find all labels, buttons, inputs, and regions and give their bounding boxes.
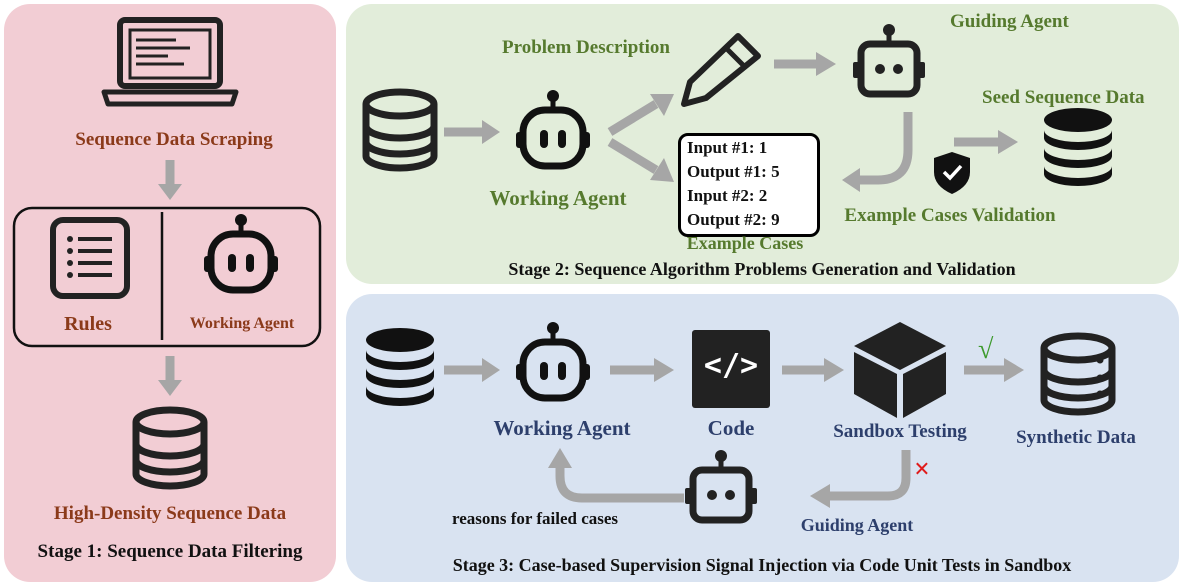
stage2-title: Stage 2: Sequence Algorithm Problems Gen… <box>508 259 1016 279</box>
code-icon: </> <box>692 330 770 408</box>
seed-sequence-label: Seed Sequence Data <box>982 87 1145 108</box>
stage1-working-agent-label: Working Agent <box>189 315 295 332</box>
pencil-icon <box>681 33 761 107</box>
stage3-fail-arrowhead <box>810 484 830 508</box>
rules-label: Rules <box>64 313 112 335</box>
stage3-source-database-icon <box>366 328 434 406</box>
stage2-working-agent-icon <box>516 90 590 166</box>
stage3-fail-arrow <box>828 450 911 501</box>
filter-box <box>12 206 322 348</box>
stage3-guiding-agent-icon <box>685 450 757 520</box>
case-line: Input #1: 1 <box>687 138 768 157</box>
reasons-label: reasons for failed cases <box>452 509 619 528</box>
stage3-working-agent-label: Working Agent <box>493 416 631 440</box>
case-line: Output #1: 5 <box>687 162 780 181</box>
scraping-label: Sequence Data Scraping <box>75 129 273 150</box>
case-line: Input #2: 2 <box>687 186 768 205</box>
stage3-arrowhead-sandbox <box>824 358 844 382</box>
stage2-arrow-down <box>607 138 659 174</box>
stage3-arrowhead-code <box>654 358 674 382</box>
shield-check-icon <box>934 152 970 194</box>
stage1-arrowhead-2 <box>158 380 182 396</box>
stage2-arrow-up <box>607 100 659 136</box>
fail-cross-icon: × <box>914 454 930 485</box>
laptop-icon <box>101 17 239 107</box>
seed-database-icon <box>1044 108 1112 186</box>
sandbox-cube-icon <box>854 322 946 418</box>
stage2-arrowhead-up <box>650 94 674 116</box>
stage2-guiding-agent-icon <box>853 24 925 94</box>
stage3-feedback-arrow <box>555 466 684 503</box>
stage3-guiding-agent-label: Guiding Agent <box>800 515 914 535</box>
stage2-validation-arrow <box>858 112 913 185</box>
stage1-title: Stage 1: Sequence Data Filtering <box>37 541 303 562</box>
case-line: Output #2: 9 <box>687 210 780 229</box>
rules-list-icon <box>50 217 130 299</box>
pass-check-icon: √ <box>978 334 994 365</box>
stage2-arrowhead-down <box>650 158 674 182</box>
example-cases-box: Input #1: 1 Output #1: 5 Input #2: 2 Out… <box>678 133 820 237</box>
code-label: Code <box>707 416 755 440</box>
sandbox-label: Sandbox Testing <box>833 421 967 442</box>
stage3-feedback-arrowhead <box>548 448 572 468</box>
synthetic-database-icon <box>1044 336 1112 412</box>
example-cases-label: Example Cases <box>686 233 804 253</box>
stage2-source-database-icon <box>366 92 434 168</box>
problem-description-label: Problem Description <box>502 37 670 58</box>
stage3-title: Stage 3: Case-based Supervision Signal I… <box>452 555 1072 575</box>
code-symbol: </> <box>703 348 759 383</box>
stage2-guiding-agent-label: Guiding Agent <box>950 11 1069 32</box>
synthetic-label: Synthetic Data <box>1016 427 1136 448</box>
stage2-validation-arrowhead <box>842 168 860 192</box>
stage1-arrowhead-1 <box>158 184 182 200</box>
stage1-database-icon <box>136 410 204 486</box>
validation-label: Example Cases Validation <box>844 205 1056 226</box>
high-density-label: High-Density Sequence Data <box>53 503 287 524</box>
stage1-working-agent-icon <box>204 214 278 290</box>
stage2-arrowhead-pencil <box>816 52 836 76</box>
stage2-working-agent-label: Working Agent <box>489 186 627 210</box>
stage3-working-agent-icon <box>516 322 590 398</box>
stage2-arrowhead-db <box>482 120 500 144</box>
stage2-arrowhead-seed <box>998 130 1018 154</box>
stage3-arrowhead-synthetic <box>1004 358 1024 382</box>
stage3-arrowhead-db <box>482 358 500 382</box>
